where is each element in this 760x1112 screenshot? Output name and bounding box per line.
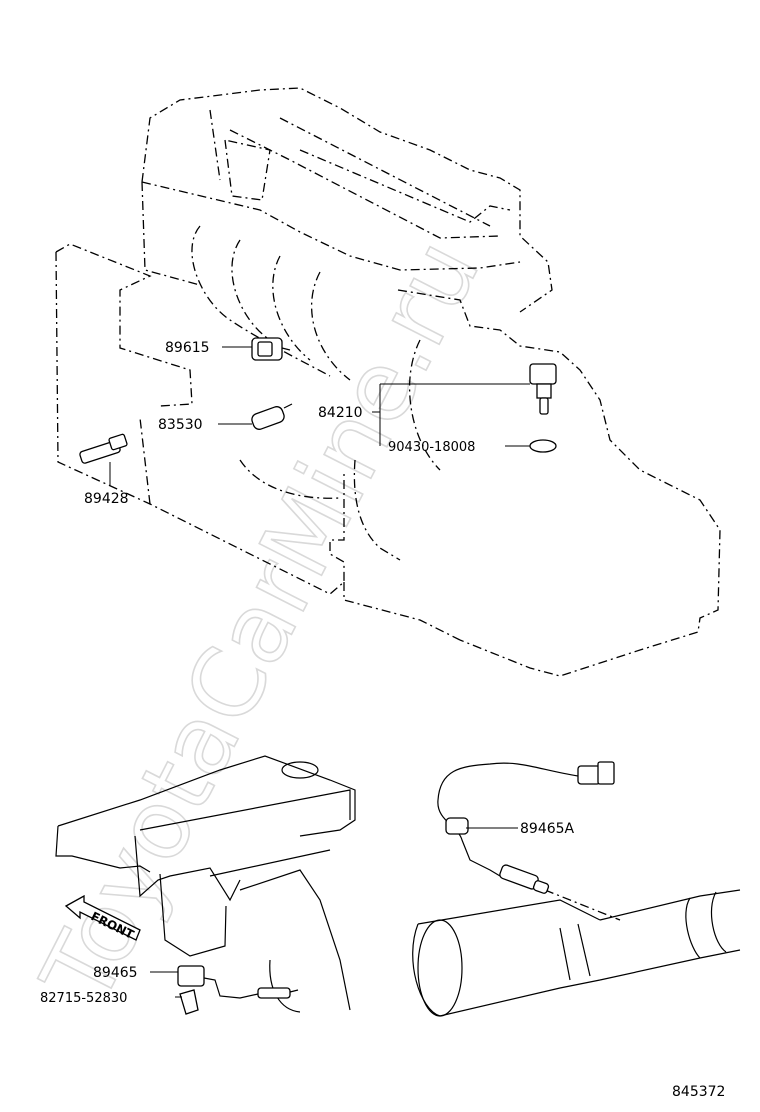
part-label-82715-52830: 82715-52830 <box>40 991 127 1006</box>
switch-84210-icon <box>529 363 557 415</box>
part-label-89428: 89428 <box>84 491 129 507</box>
part-label-84210: 84210 <box>318 405 363 421</box>
oxygen-sensor-89465-icon <box>177 965 299 999</box>
part-label-89465A: 89465A <box>520 821 575 837</box>
part-label-83530: 83530 <box>158 417 203 433</box>
part-label-89465: 89465 <box>93 965 138 981</box>
gasket-icon <box>529 439 557 453</box>
part-label-89615: 89615 <box>165 340 210 356</box>
sensor-83530-icon <box>251 403 293 430</box>
sensor-89428-icon <box>79 433 128 464</box>
sensor-89615-icon <box>251 337 291 361</box>
exhaust-outline <box>412 889 741 1017</box>
lower-engine-outline <box>55 755 356 1013</box>
part-label-90430-18008: 90430-18008 <box>388 440 475 455</box>
oxygen-sensor-89465A-icon <box>437 761 615 894</box>
bracket-82715-icon <box>179 989 199 1015</box>
diagram-id: 845372 <box>672 1084 725 1100</box>
front-arrow-icon <box>64 894 141 941</box>
engine-outline <box>55 87 721 677</box>
